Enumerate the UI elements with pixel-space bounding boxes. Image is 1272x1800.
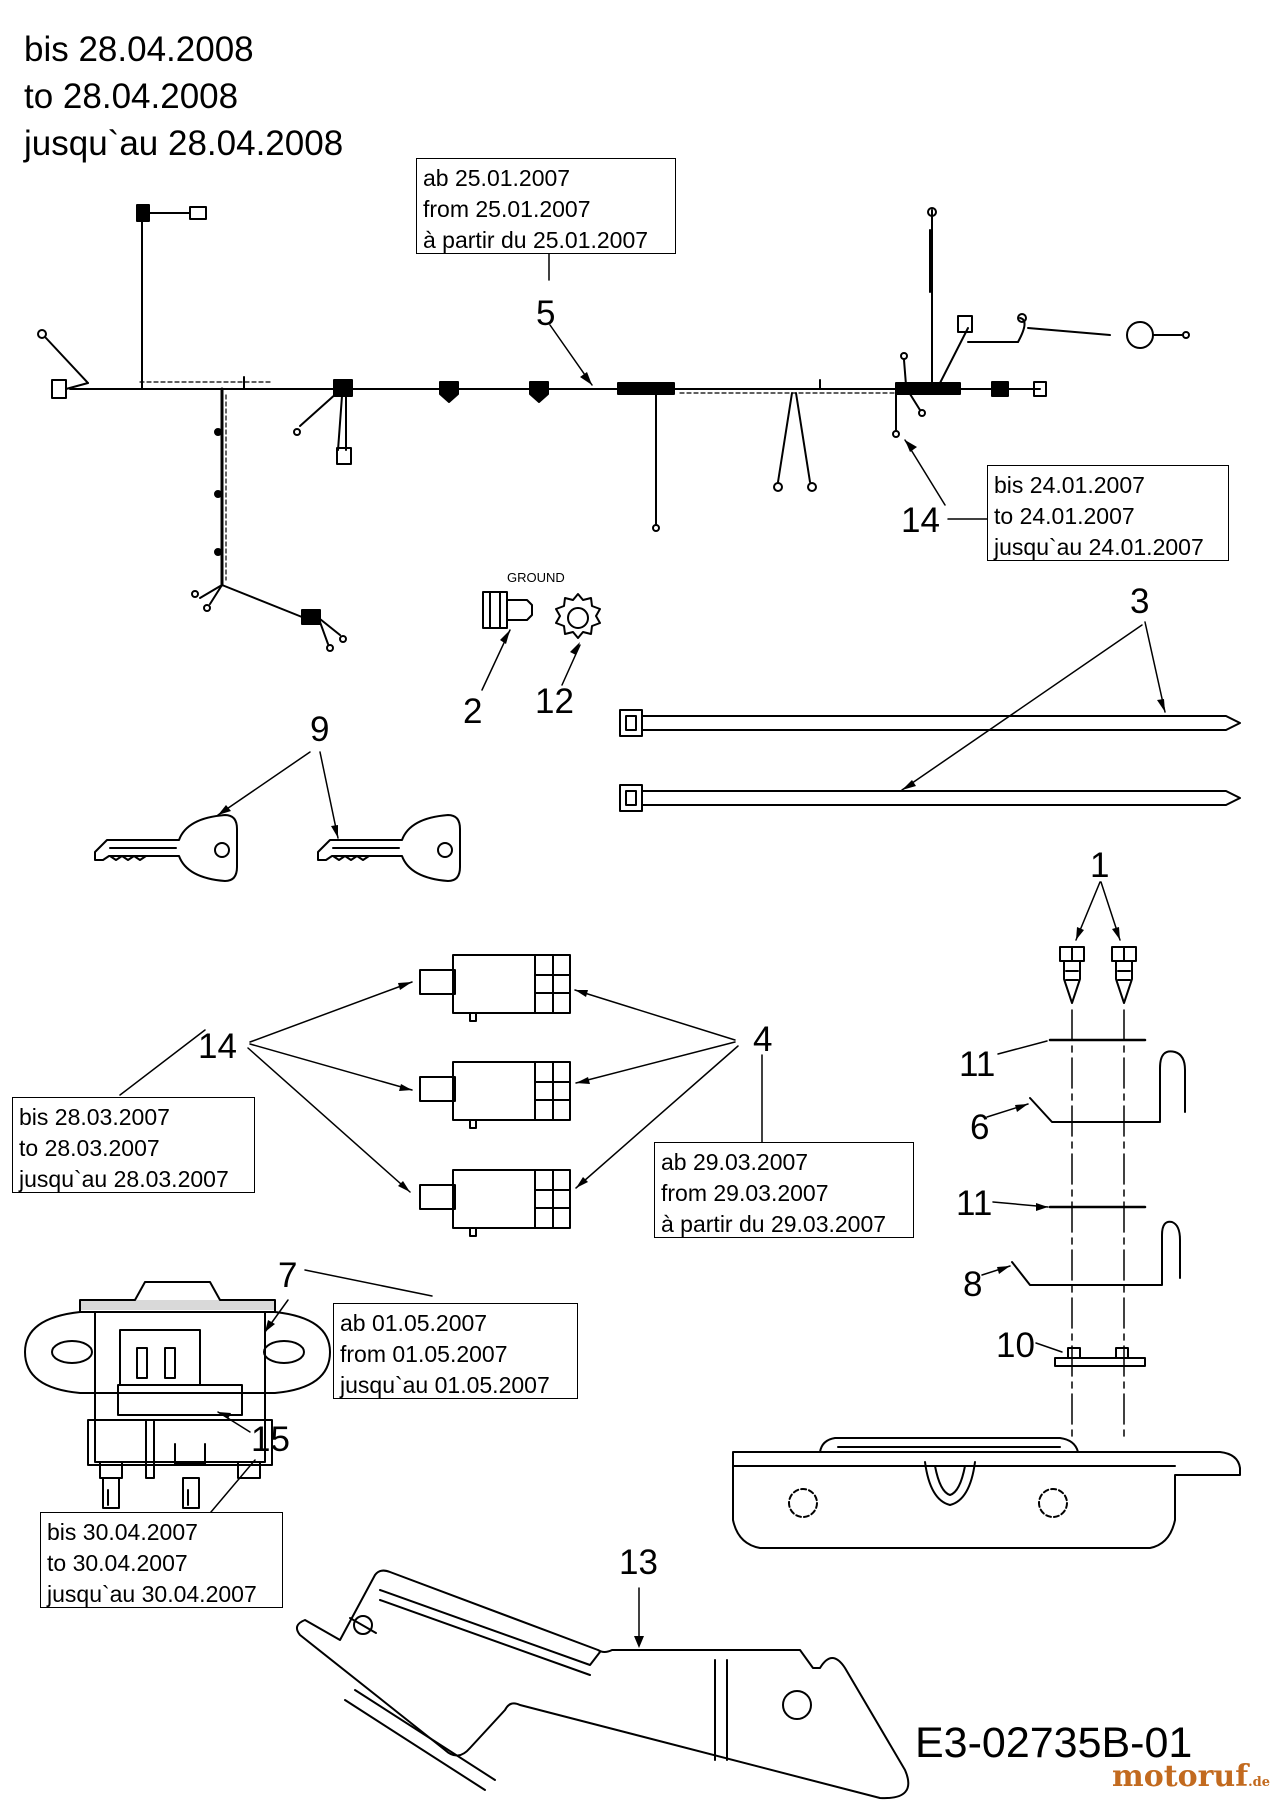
callout-7: 7	[278, 1256, 298, 1295]
note-bis-28-03-2007: bis 28.03.2007 to 28.03.2007 jusqu`au 28…	[12, 1097, 255, 1193]
cable-ties	[619, 621, 1241, 812]
note-line: bis 28.03.2007	[19, 1104, 170, 1130]
note-line: ab 29.03.2007	[661, 1149, 809, 1175]
note-line: jusqu`au 01.05.2007	[340, 1372, 550, 1398]
note-line: à partir du 25.01.2007	[423, 227, 649, 253]
wire-harness	[37, 204, 1190, 652]
header-line-2: to 28.04.2008	[24, 77, 239, 116]
ground-bolt	[481, 591, 533, 691]
connectors	[119, 954, 763, 1237]
note-line: from 01.05.2007	[340, 1341, 508, 1367]
watermark: motoruf.de	[1112, 1762, 1270, 1792]
note-line: from 25.01.2007	[423, 196, 591, 222]
callout-8: 8	[963, 1265, 983, 1304]
note-bis-30-04-2007: bis 30.04.2007 to 30.04.2007 jusqu`au 30…	[40, 1512, 283, 1608]
note-ab-01-05-2007: ab 01.05.2007 from 01.05.2007 jusqu`au 0…	[333, 1303, 578, 1399]
callout-5: 5	[536, 294, 556, 333]
note-line: bis 30.04.2007	[47, 1519, 198, 1545]
note-line: jusqu`au 24.01.2007	[994, 534, 1204, 560]
note-line: à partir du 29.03.2007	[661, 1211, 887, 1237]
callout-11-lower: 11	[956, 1184, 993, 1223]
callout-12: 12	[535, 682, 574, 721]
drawing-code: E3-02735B-01	[915, 1719, 1193, 1767]
header-line-1: bis 28.04.2008	[24, 30, 254, 69]
keys	[94, 751, 461, 882]
note-ab-25-01-2007: ab 25.01.2007 from 25.01.2007 à partir d…	[416, 158, 676, 254]
callout-11-top: 11	[959, 1045, 996, 1084]
callout-4: 4	[753, 1020, 773, 1059]
callout-13: 13	[619, 1543, 658, 1582]
callout-3: 3	[1130, 582, 1150, 621]
callout-6: 6	[970, 1108, 990, 1147]
note-line: to 30.04.2007	[47, 1550, 188, 1576]
note-line: ab 25.01.2007	[423, 165, 571, 191]
bracket	[295, 1569, 910, 1800]
note-line: jusqu`au 30.04.2007	[47, 1581, 257, 1607]
note-line: from 29.03.2007	[661, 1180, 829, 1206]
note-line: jusqu`au 28.03.2007	[19, 1166, 229, 1192]
header-line-3: jusqu`au 28.04.2008	[24, 124, 344, 163]
note-line: bis 24.01.2007	[994, 472, 1145, 498]
ignition-switch	[24, 1269, 433, 1526]
callout-10: 10	[996, 1326, 1035, 1365]
watermark-suffix: .de	[1248, 1775, 1271, 1790]
watermark-name: motoruf	[1112, 1759, 1249, 1794]
callout-15: 15	[251, 1420, 290, 1459]
callout-14-harness: 14	[901, 501, 940, 540]
callout-2: 2	[463, 692, 483, 731]
note-bis-24-01-2007: bis 24.01.2007 to 24.01.2007 jusqu`au 24…	[987, 465, 1229, 561]
note-line: ab 01.05.2007	[340, 1310, 488, 1336]
callout-14-connectors: 14	[198, 1027, 237, 1066]
note-ab-29-03-2007: ab 29.03.2007 from 29.03.2007 à partir d…	[654, 1142, 914, 1238]
ground-label: GROUND	[507, 570, 565, 585]
note-line: to 28.03.2007	[19, 1135, 160, 1161]
callout-1: 1	[1090, 846, 1110, 885]
callout-9: 9	[310, 710, 330, 749]
hood-latch-assembly	[732, 881, 1241, 1549]
star-washer	[555, 593, 601, 686]
note-line: to 24.01.2007	[994, 503, 1135, 529]
